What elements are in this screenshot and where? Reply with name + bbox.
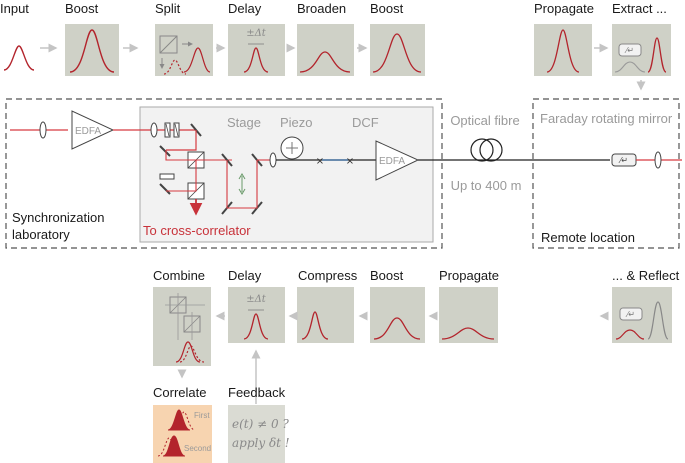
label-piezo: Piezo xyxy=(280,115,313,130)
label-sync-lab-2: laboratory xyxy=(12,227,70,242)
label-sync-lab-1: Synchronization xyxy=(12,210,105,225)
faraday-rotator-glyph: ⁄↵ xyxy=(618,156,628,165)
pulse-reflect-strong xyxy=(647,301,669,340)
pulse-boost-1 xyxy=(69,29,115,73)
label-reflect: ... & Reflect xyxy=(612,268,680,283)
box-boost-2 xyxy=(370,24,425,76)
label-split: Split xyxy=(155,1,181,16)
pulse-propagate-top xyxy=(546,29,580,73)
box-feedback xyxy=(228,405,285,463)
split-cube-diagonal xyxy=(159,35,178,54)
lens-2 xyxy=(150,122,158,138)
label-extract: Extract ... xyxy=(612,1,667,16)
waveplate-1-line xyxy=(165,123,170,137)
pulse-boost-2 xyxy=(372,33,422,73)
label-stage: Stage xyxy=(227,115,261,130)
edfa-2-label: EDFA xyxy=(379,156,405,167)
label-input: Input xyxy=(0,1,29,16)
box-combine xyxy=(153,287,211,366)
pulse-correlate-first-dashed xyxy=(172,411,196,431)
input-pulse xyxy=(3,45,35,71)
pulse-combine-2 xyxy=(179,345,205,363)
pulse-boost-bottom xyxy=(373,317,421,340)
feedback-action: apply δt ! xyxy=(232,436,290,450)
pulse-broaden xyxy=(299,51,351,73)
extract-faraday-glyph: ⁄↵ xyxy=(624,46,634,55)
beam-stage-loop xyxy=(226,160,258,209)
label-broaden: Broaden xyxy=(297,1,346,16)
label-delay-top: Delay xyxy=(228,1,262,16)
box-propagate-bottom xyxy=(439,287,498,343)
label-boost-2: Boost xyxy=(370,1,404,16)
label-correlate: Correlate xyxy=(153,385,206,400)
label-combine: Combine xyxy=(153,268,205,283)
label-feedback: Feedback xyxy=(228,385,286,400)
label-second: Second xyxy=(184,444,211,453)
pulse-delay-top xyxy=(243,47,269,73)
edfa-1 xyxy=(71,110,115,150)
stage-arrow-up xyxy=(238,173,246,180)
pulse-propagate-bottom xyxy=(441,327,495,340)
beam-path-a xyxy=(166,130,197,151)
box-correlate xyxy=(153,405,212,463)
lens-3 xyxy=(269,152,277,168)
label-remote: Remote location xyxy=(541,230,635,245)
stage-arrow-down xyxy=(238,188,246,195)
label-delay-bottom: Delay xyxy=(228,268,262,283)
pulse-reflect-weak xyxy=(615,329,645,340)
lens-1 xyxy=(39,121,47,139)
pulse-combine-1 xyxy=(175,341,201,363)
waveplate-3 xyxy=(159,173,175,180)
reflect-faraday-glyph: ⁄↵ xyxy=(625,310,635,319)
label-optical-fibre: Optical fibre xyxy=(450,113,519,128)
box-propagate-top xyxy=(534,24,592,76)
box-compress xyxy=(297,287,354,343)
pulse-delay-bottom xyxy=(243,313,269,340)
label-faraday: Faraday rotating mirror xyxy=(540,111,673,126)
mirror-2 xyxy=(159,145,171,157)
pulse-correlate-second-dashed xyxy=(157,437,181,457)
label-boost-1: Boost xyxy=(65,1,99,16)
feedback-condition: e(t) ≠ 0 ? xyxy=(232,417,289,431)
waveplate-2-line xyxy=(174,123,179,137)
splice-2: × xyxy=(346,156,354,167)
label-dcf: DCF xyxy=(352,115,379,130)
label-propagate-bottom: Propagate xyxy=(439,268,499,283)
label-cross-correlator: To cross-correlator xyxy=(143,223,251,238)
label-distance: Up to 400 m xyxy=(451,178,522,193)
box-broaden xyxy=(297,24,354,76)
pulse-compress xyxy=(301,311,329,340)
fibre-spool-2 xyxy=(479,138,503,162)
sync-lab-frame xyxy=(5,98,443,249)
label-compress: Compress xyxy=(298,268,358,283)
box-split xyxy=(155,24,213,76)
pulse-correlate-first-filled xyxy=(167,409,191,431)
lens-remote xyxy=(654,151,662,169)
pulse-correlate-second-filled xyxy=(162,435,186,457)
fibre-spool-1 xyxy=(470,138,494,162)
label-first: First xyxy=(194,411,210,420)
pulse-extract-weak xyxy=(614,61,646,73)
box-boost-bottom xyxy=(370,287,425,343)
edfa-1-label: EDFA xyxy=(75,126,101,137)
delay-symbol-top: ±Δt xyxy=(246,28,267,39)
delay-symbol-bottom: ±Δt xyxy=(246,294,267,305)
box-delay-top xyxy=(228,24,285,76)
splice-1: × xyxy=(316,156,324,167)
pulse-split-copy xyxy=(163,59,187,75)
extract-faraday-icon xyxy=(618,43,642,57)
reflect-faraday-icon xyxy=(619,307,643,321)
split-cube xyxy=(159,35,178,54)
edfa-2 xyxy=(375,140,420,181)
label-propagate-top: Propagate xyxy=(534,1,594,16)
pulse-split-main xyxy=(183,47,211,73)
remote-frame xyxy=(532,98,680,249)
mirror-3 xyxy=(159,183,171,195)
box-boost-1 xyxy=(65,24,119,76)
label-boost-bottom: Boost xyxy=(370,268,404,283)
pulse-extract-strong xyxy=(647,37,667,73)
